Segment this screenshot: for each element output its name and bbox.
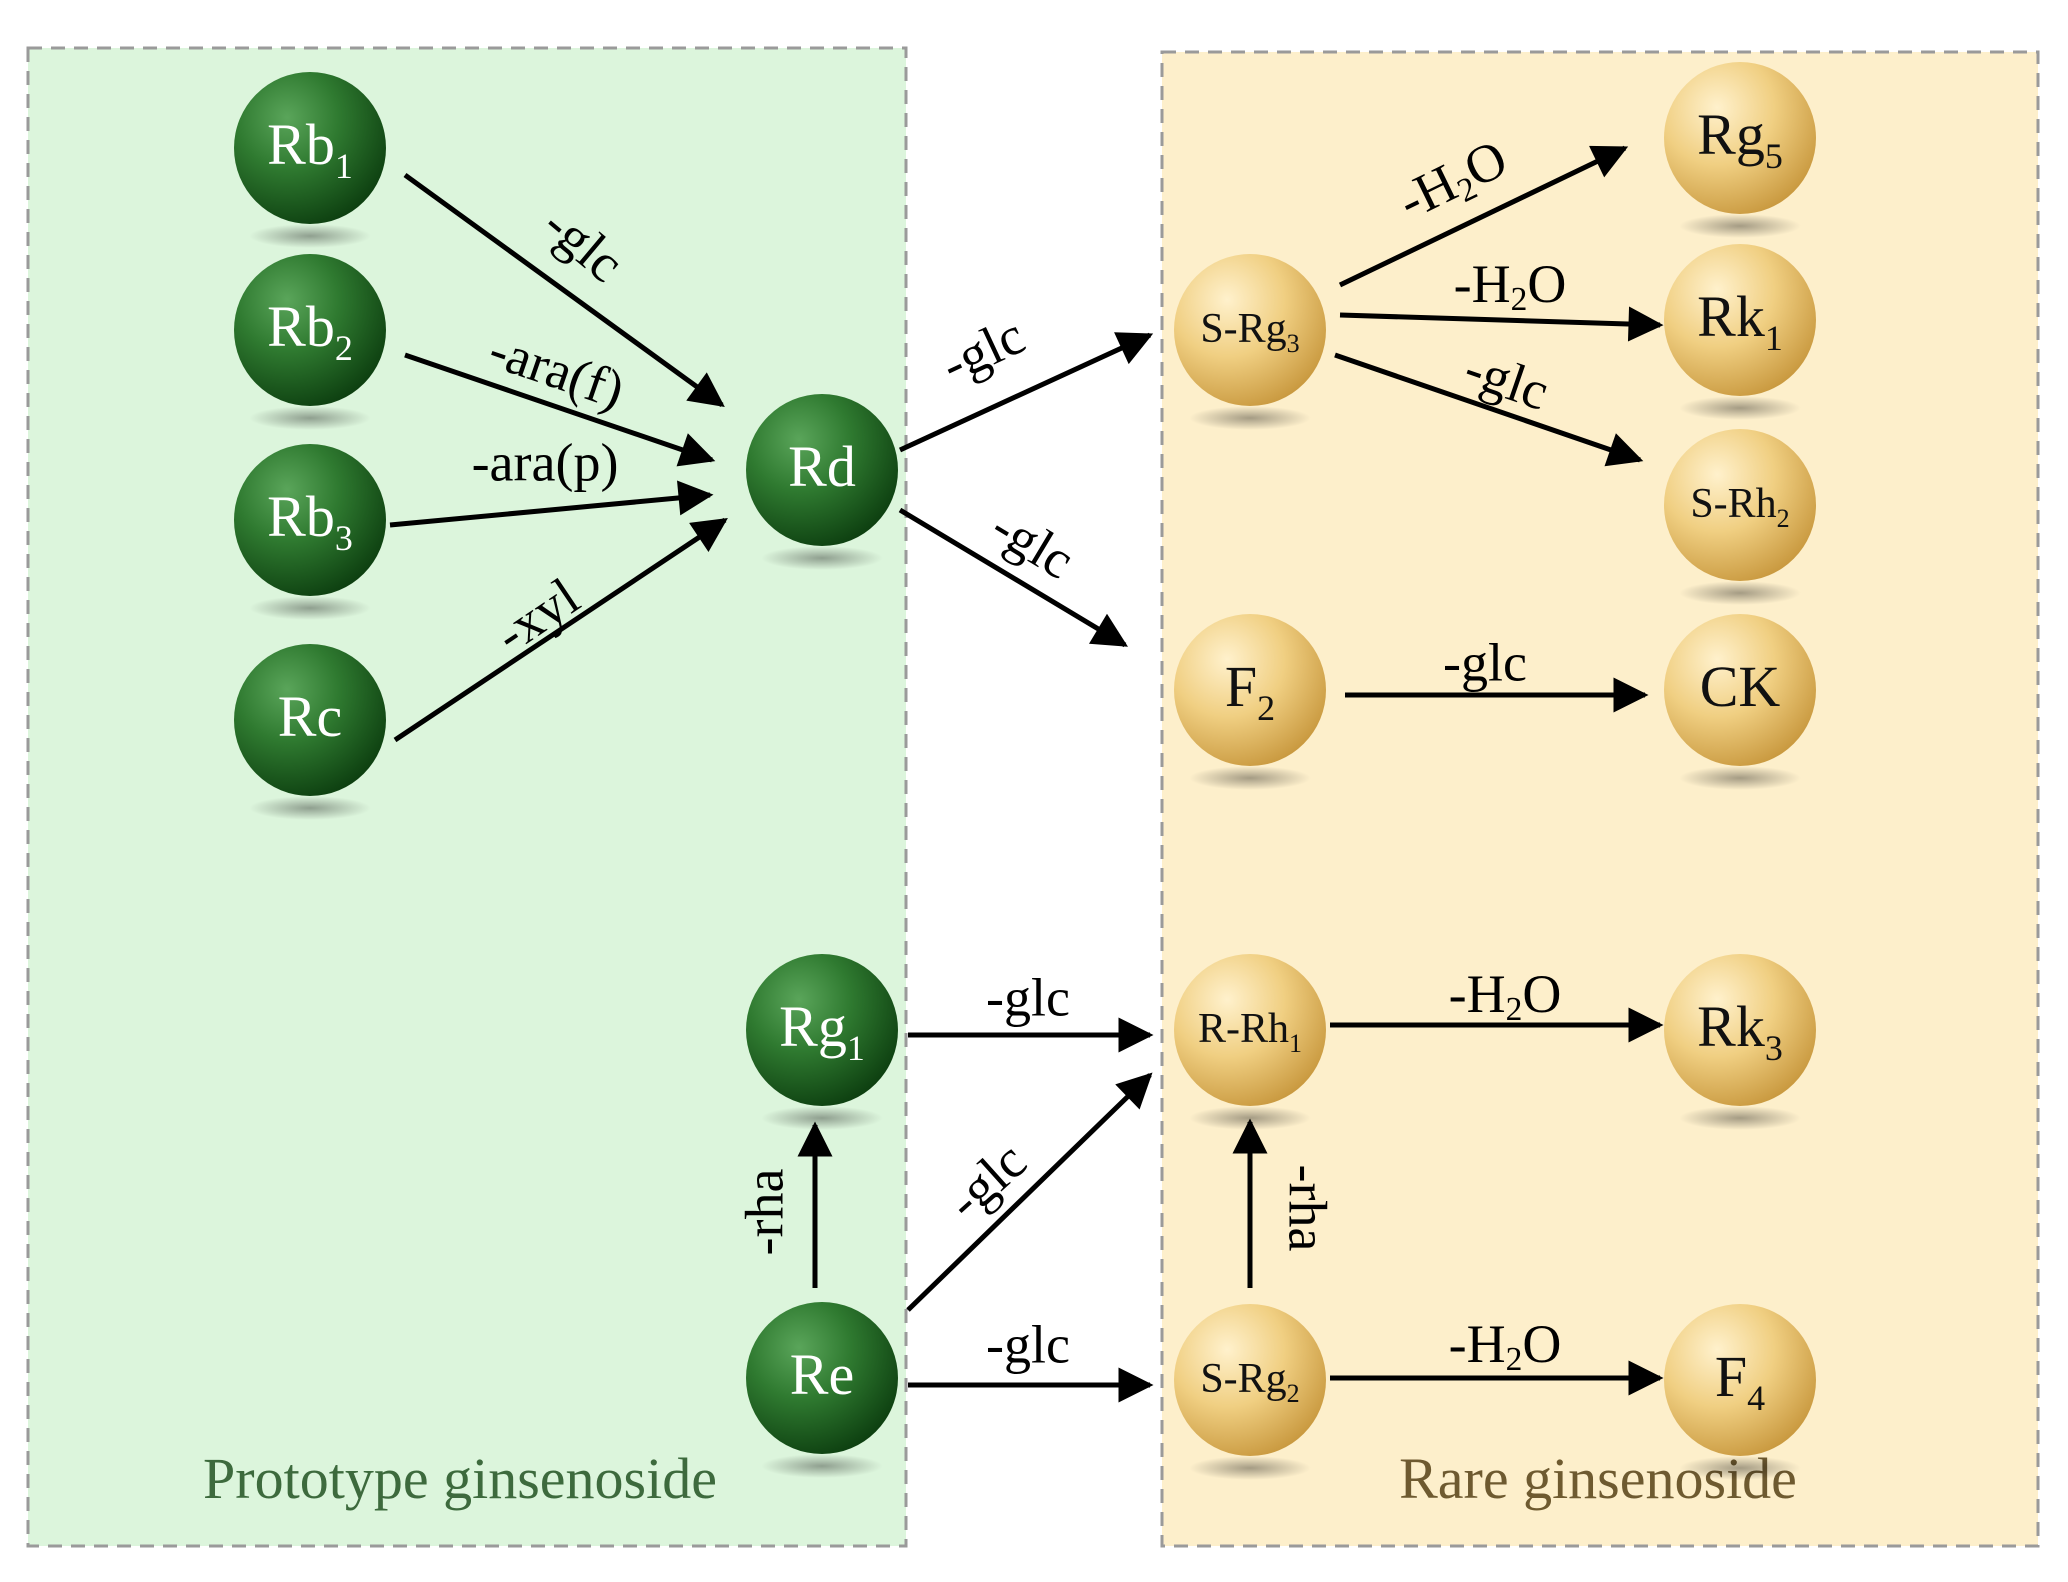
- arrow-rd-f2: [898, 507, 1129, 648]
- node-f2-shadow: [1189, 766, 1311, 790]
- node-rb1-sphere: [234, 72, 386, 224]
- node-srg2-label: S-Rg2: [1200, 1356, 1299, 1408]
- label-f2-ck: -glc: [1443, 632, 1527, 692]
- node-f2-label: F2: [1225, 654, 1275, 728]
- node-rb2: Rb2: [234, 254, 386, 430]
- node-ck-label: CK: [1700, 654, 1781, 719]
- panel-prototype-box: [26, 46, 908, 1548]
- node-ck: CK: [1664, 614, 1816, 790]
- node-f4-label: F4: [1715, 1344, 1765, 1418]
- label-rd-srg3: -glc: [932, 305, 1033, 395]
- node-rd-sphere: [746, 394, 898, 546]
- node-ck-shadow: [1679, 766, 1801, 790]
- node-rrh1-sphere: [1174, 954, 1326, 1106]
- node-re-shadow: [761, 1454, 883, 1478]
- node-rg5-shadow: [1679, 214, 1801, 238]
- node-rk1-label: Rk1: [1697, 284, 1783, 358]
- arrow-srg3-rg5: [1338, 145, 1629, 288]
- node-srg3-shadow: [1189, 406, 1311, 430]
- node-srh2-shadow: [1679, 581, 1801, 605]
- arrow-srg3-srh2: [1334, 352, 1644, 467]
- node-rg5-label: Rg5: [1697, 102, 1783, 176]
- node-rb1: Rb1: [234, 72, 386, 248]
- arrow-rc-rd: [393, 517, 728, 743]
- panel-prototype: Prototype ginsenoside: [26, 46, 908, 1548]
- node-rd-label: Rd: [788, 434, 856, 499]
- node-srg3: S-Rg3: [1174, 254, 1326, 430]
- node-rk1-shadow: [1679, 396, 1801, 420]
- node-rk1-sphere: [1664, 244, 1816, 396]
- node-srg3-label: S-Rg3: [1200, 306, 1299, 358]
- node-rb1-label: Rb1: [267, 112, 353, 186]
- node-rc: Rc: [234, 644, 386, 820]
- node-srg2-shadow: [1189, 1456, 1311, 1480]
- node-ck-sphere: [1664, 614, 1816, 766]
- node-f4: F4: [1664, 1304, 1816, 1480]
- arrow-rd-srg3: [898, 332, 1154, 453]
- reaction-arrows: [389, 145, 1664, 1403]
- node-rb2-label: Rb2: [267, 294, 353, 368]
- node-rb2-shadow: [249, 406, 371, 430]
- node-rb3-label: Rb3: [267, 484, 353, 558]
- arrow-rb2-rd: [404, 352, 716, 467]
- node-f2: F2: [1174, 614, 1326, 790]
- node-re: Re: [746, 1302, 898, 1478]
- node-rrh1: R-Rh1: [1174, 954, 1326, 1130]
- node-f4-shadow: [1679, 1456, 1801, 1480]
- node-rg1-label: Rg1: [779, 994, 865, 1068]
- node-rrh1-shadow: [1189, 1106, 1311, 1130]
- label-rrh1-rk3: -H2O: [1449, 964, 1562, 1027]
- node-srh2-sphere: [1664, 429, 1816, 581]
- node-rc-shadow: [249, 796, 371, 820]
- node-rk3-sphere: [1664, 954, 1816, 1106]
- node-rb3-sphere: [234, 444, 386, 596]
- node-rb1-shadow: [249, 224, 371, 248]
- panel-prototype-caption: Prototype ginsenoside: [203, 1446, 717, 1511]
- node-rg5: Rg5: [1664, 62, 1816, 238]
- node-rg1: Rg1: [746, 954, 898, 1130]
- label-srg3-rk1: -H2O: [1454, 254, 1567, 317]
- node-re-label: Re: [790, 1342, 854, 1407]
- node-rg5-sphere: [1664, 62, 1816, 214]
- node-rk3: Rk3: [1664, 954, 1816, 1130]
- label-rd-f2: -glc: [981, 496, 1084, 591]
- node-rd-shadow: [761, 546, 883, 570]
- node-rd: Rd: [746, 394, 898, 570]
- node-f2-sphere: [1174, 614, 1326, 766]
- node-rb3-shadow: [249, 596, 371, 620]
- node-srh2-label: S-Rh2: [1690, 481, 1789, 533]
- node-rc-label: Rc: [278, 684, 342, 749]
- node-rg1-sphere: [746, 954, 898, 1106]
- arrow-srg3-rk1: [1339, 306, 1664, 342]
- node-f4-sphere: [1664, 1304, 1816, 1456]
- node-re-sphere: [746, 1302, 898, 1454]
- node-srg2-sphere: [1174, 1304, 1326, 1456]
- label-srg2-f4: -H2O: [1449, 1314, 1562, 1377]
- label-rg1-rrh1: -glc: [986, 967, 1070, 1027]
- node-srg3-sphere: [1174, 254, 1326, 406]
- label-srg2-rrh1: -rha: [1278, 1165, 1338, 1252]
- node-rk1: Rk1: [1664, 244, 1816, 420]
- node-rk3-shadow: [1679, 1106, 1801, 1130]
- node-srh2: S-Rh2: [1664, 429, 1816, 605]
- node-rg1-shadow: [761, 1106, 883, 1130]
- label-re-rrh1: -glc: [935, 1130, 1038, 1231]
- node-rc-sphere: [234, 644, 386, 796]
- node-srg2: S-Rg2: [1174, 1304, 1326, 1480]
- arrow-re-rrh1: [906, 1072, 1153, 1312]
- label-rb3-rd: -ara(p): [472, 432, 619, 492]
- arrow-rb1-rd: [403, 172, 725, 408]
- node-rrh1-label: R-Rh1: [1198, 1006, 1302, 1058]
- node-rb3: Rb3: [234, 444, 386, 620]
- node-rk3-label: Rk3: [1697, 994, 1783, 1068]
- arrow-rb3-rd: [389, 480, 714, 528]
- label-re-srg2: -glc: [986, 1314, 1070, 1374]
- node-rb2-sphere: [234, 254, 386, 406]
- label-re-rg1: -rha: [734, 1169, 794, 1256]
